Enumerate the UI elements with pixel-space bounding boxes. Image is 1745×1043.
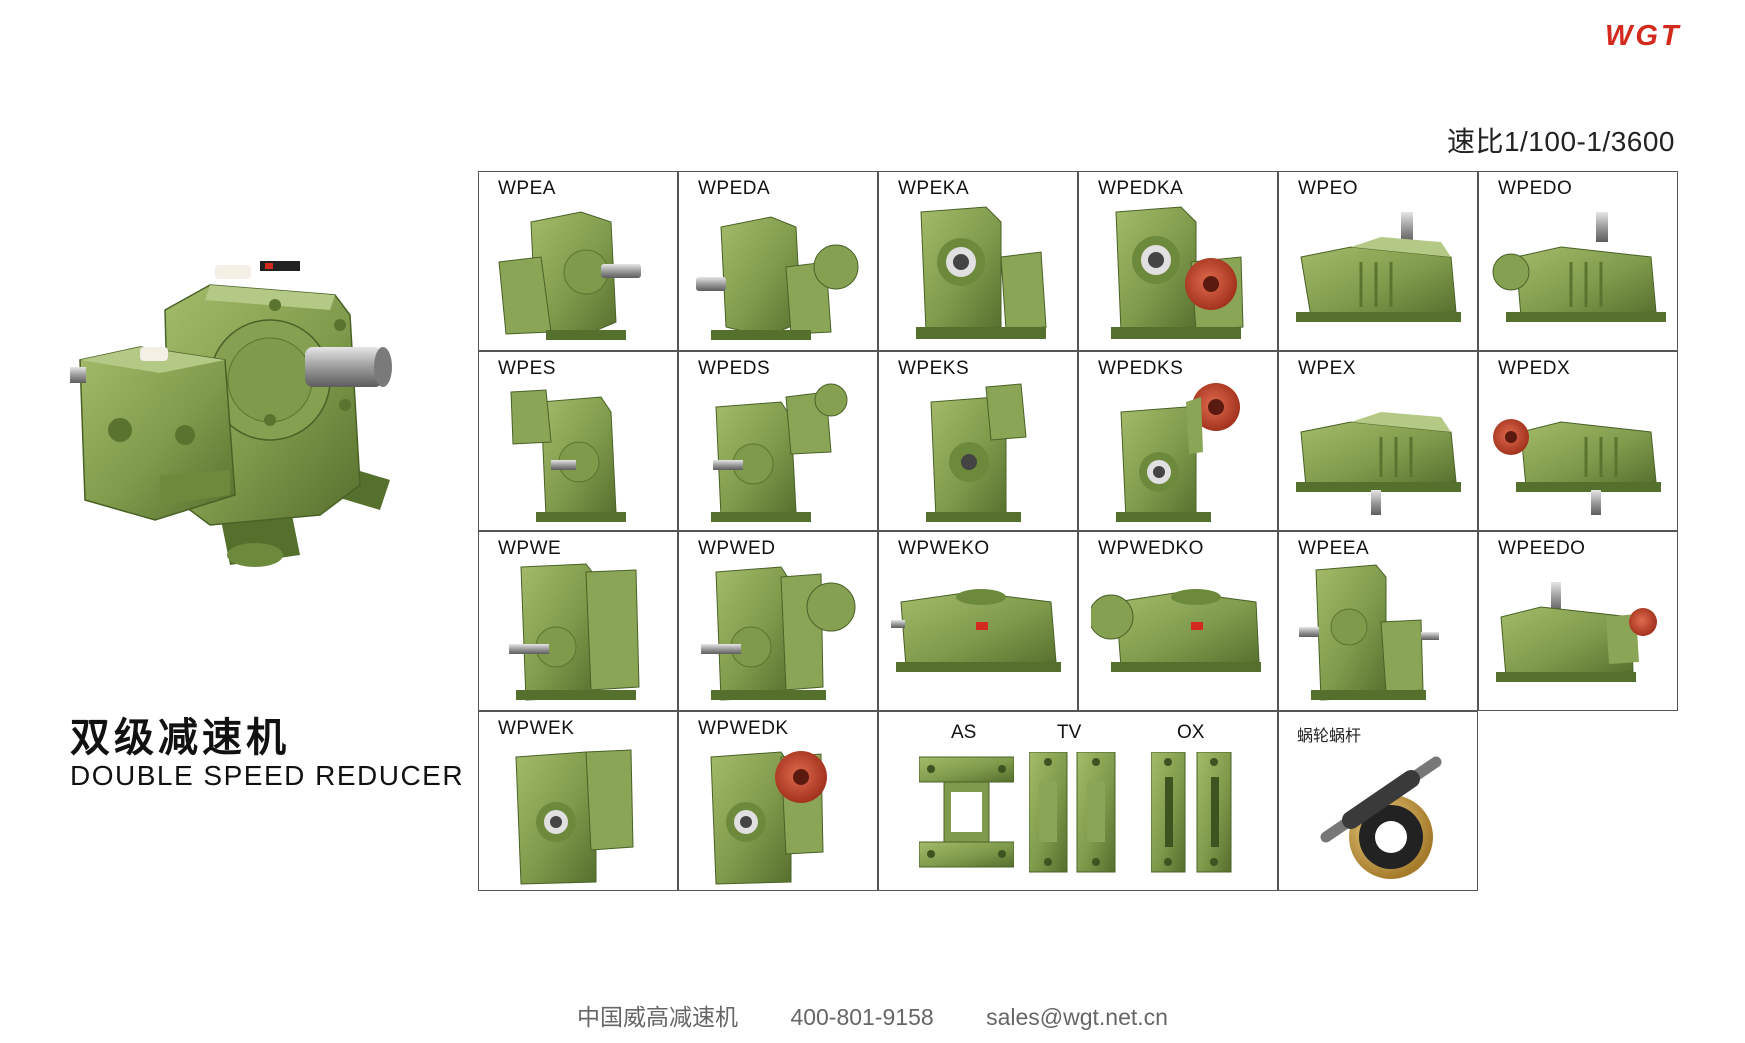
product-grid: WPEA WPEDA WPEKA WPEDKA <box>478 171 1678 891</box>
accessory-label-tv: TV <box>1057 722 1082 743</box>
product-label: WPEDS <box>698 358 771 379</box>
reducer-image <box>1116 383 1240 522</box>
wgt-logo: WGT <box>1587 18 1717 52</box>
svg-text:WGT: WGT <box>1605 20 1682 50</box>
product-label: WPEO <box>1298 178 1359 199</box>
reducer-image <box>1111 206 1244 339</box>
product-cell-wpwed[interactable]: WPWED <box>678 531 878 711</box>
reducer-image <box>1296 412 1461 515</box>
worm-gear-label: 蜗轮蜗杆 <box>1297 728 1362 745</box>
product-label: WPEDX <box>1498 358 1571 379</box>
product-label: WPWEDKO <box>1098 538 1204 559</box>
product-label: WPEDO <box>1498 178 1573 199</box>
product-label: WPWEKO <box>898 538 990 559</box>
worm-gear-cell[interactable]: 蜗轮蜗杆 <box>1278 711 1478 891</box>
product-cell-wpea[interactable]: WPEA <box>478 171 678 351</box>
worm-gear-image <box>1320 756 1442 879</box>
product-cell-wpwe[interactable]: WPWE <box>478 531 678 711</box>
tv-base-image <box>1029 752 1116 873</box>
product-cell-wpes[interactable]: WPES <box>478 351 678 531</box>
reducer-image <box>711 383 848 522</box>
product-label: WPWE <box>498 538 562 559</box>
product-cell-wpedx[interactable]: WPEDX <box>1478 351 1678 531</box>
reducer-image <box>510 389 626 522</box>
product-cell-wpeks[interactable]: WPEKS <box>878 351 1078 531</box>
footer-contact: 中国威高减速机 400-801-9158 sales@wgt.net.cn <box>0 998 1745 1032</box>
reducer-image <box>509 563 640 701</box>
reducer-image <box>701 566 856 701</box>
product-cell-wpeda[interactable]: WPEDA <box>678 171 878 351</box>
product-label: WPEKA <box>898 178 970 199</box>
product-label: WPEEDO <box>1498 538 1586 559</box>
title-chinese: 双级减速机 <box>70 716 290 760</box>
product-cell-wpedo[interactable]: WPEDO <box>1478 171 1678 351</box>
product-cell-wpedks[interactable]: WPEDKS <box>1078 351 1278 531</box>
product-label: WPES <box>498 358 556 379</box>
product-label: WPEDKS <box>1098 358 1184 379</box>
reducer-image <box>1299 564 1439 701</box>
product-cell-wpeedo[interactable]: WPEEDO <box>1478 531 1678 711</box>
product-label: WPEDKA <box>1098 178 1184 199</box>
product-label: WPWEK <box>498 718 575 739</box>
product-cell-wpeka[interactable]: WPEKA <box>878 171 1078 351</box>
reducer-image <box>1296 212 1461 322</box>
ox-base-image <box>1151 752 1232 873</box>
reducer-image <box>515 749 634 885</box>
product-cell-wpex[interactable]: WPEX <box>1278 351 1478 531</box>
product-label: WPEA <box>498 178 556 199</box>
product-cell-wpwek[interactable]: WPWEK <box>478 711 678 891</box>
product-label: WPEX <box>1298 358 1356 379</box>
product-cell-wpwedko[interactable]: WPWEDKO <box>1078 531 1278 711</box>
product-label: WPWED <box>698 538 776 559</box>
reducer-image <box>710 751 827 885</box>
reducer-image <box>696 216 859 340</box>
reducer-image <box>498 211 641 340</box>
product-cell-wpwedk[interactable]: WPWEDK <box>678 711 878 891</box>
reducer-image <box>916 206 1047 339</box>
product-cell-wpeea[interactable]: WPEEA <box>1278 531 1478 711</box>
product-label: WPEDA <box>698 178 771 199</box>
product-cell-wpedka[interactable]: WPEDKA <box>1078 171 1278 351</box>
reducer-image <box>1496 582 1657 682</box>
reducer-image <box>891 589 1061 672</box>
ratio-range: 速比1/100-1/3600 <box>1446 126 1675 157</box>
as-base-plate-image <box>919 756 1014 868</box>
product-label: WPWEDK <box>698 718 789 739</box>
footer-company: 中国威高减速机 <box>577 1004 739 1030</box>
reducer-image <box>1492 212 1666 322</box>
product-cell-wpweko[interactable]: WPWEKO <box>878 531 1078 711</box>
accessory-label-as: AS <box>951 722 977 743</box>
product-label: WPEKS <box>898 358 970 379</box>
product-cell-wpeds[interactable]: WPEDS <box>678 351 878 531</box>
reducer-image <box>1493 419 1661 515</box>
footer-phone: 400-801-9158 <box>790 1004 934 1030</box>
product-label: WPEEA <box>1298 538 1370 559</box>
title-english: DOUBLE SPEED REDUCER <box>70 760 465 791</box>
accessory-label-ox: OX <box>1177 722 1205 743</box>
accessories-cell[interactable]: AS TV OX <box>878 711 1278 891</box>
hero-product-image <box>60 255 440 595</box>
product-cell-wpeo[interactable]: WPEO <box>1278 171 1478 351</box>
footer-email[interactable]: sales@wgt.net.cn <box>986 1004 1168 1030</box>
reducer-image <box>926 383 1027 522</box>
reducer-image <box>1091 589 1261 672</box>
